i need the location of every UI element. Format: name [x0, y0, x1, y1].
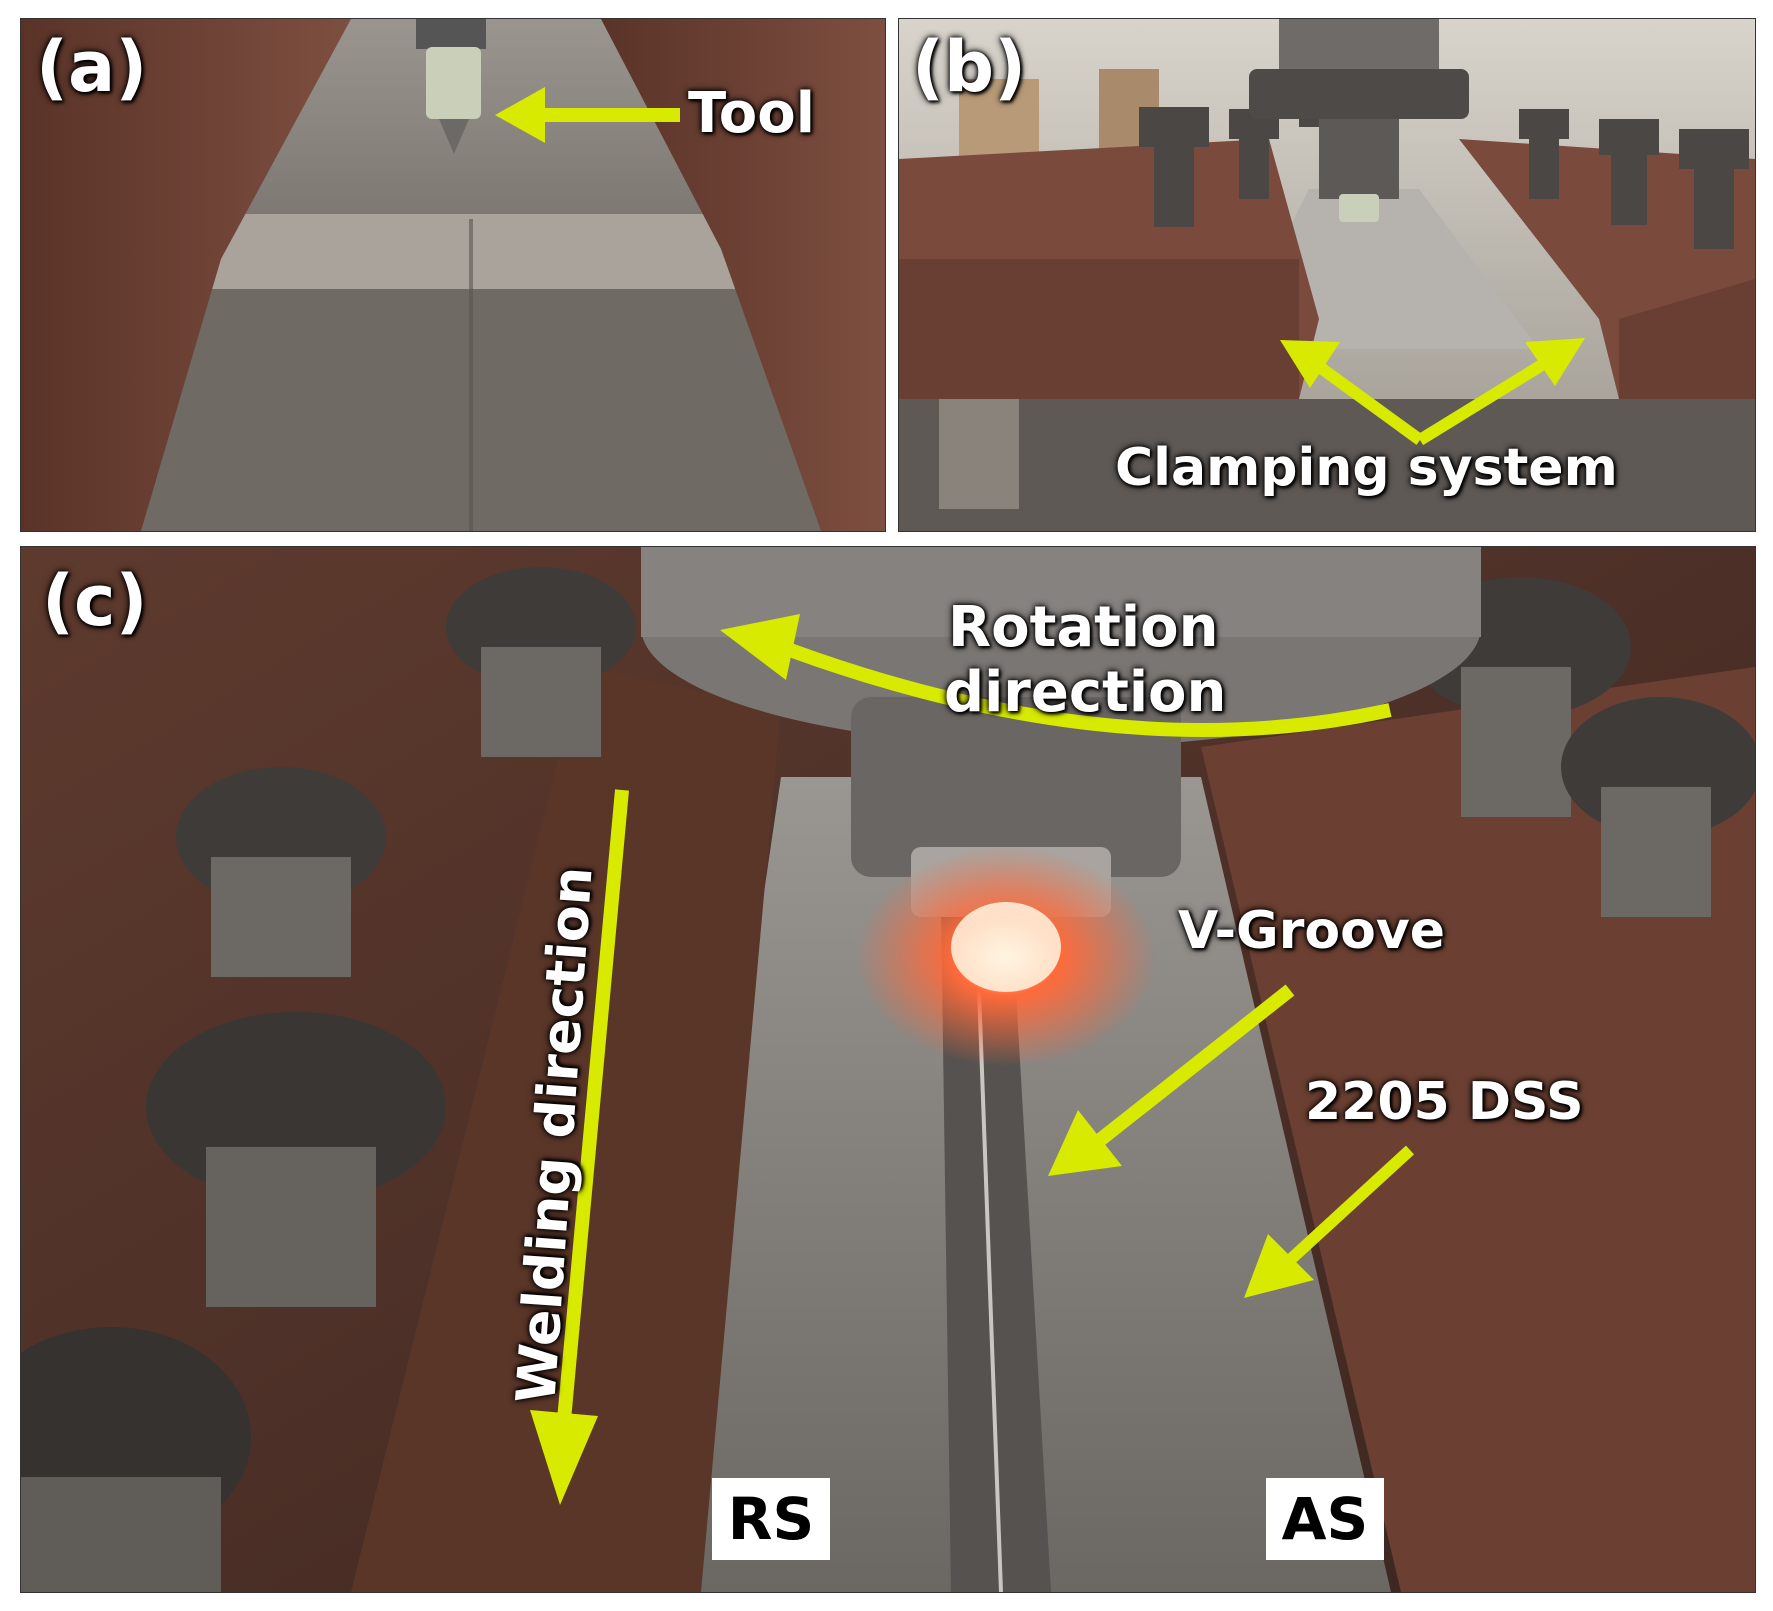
tool-pin	[439, 119, 469, 154]
tool-label: Tool	[688, 81, 815, 146]
tool-shoulder	[426, 47, 481, 119]
welding-direction-arrow	[530, 789, 629, 1505]
panel-c-scene	[21, 547, 1755, 1592]
tool-arrow	[495, 87, 680, 143]
v-groove-label: V-Groove	[1178, 901, 1445, 961]
right-clamp	[601, 19, 885, 531]
left-clamp-edge	[351, 667, 781, 1592]
spindle	[1249, 69, 1469, 119]
panel-c-photo	[20, 546, 1756, 1593]
panel-a-photo	[20, 18, 886, 532]
clamp-arrows	[1280, 338, 1585, 446]
rotation-arrow	[720, 614, 1392, 737]
v-groove	[941, 907, 1051, 1592]
material-arrow	[1244, 1145, 1415, 1298]
retreating-side-label: RS	[712, 1478, 830, 1560]
v-groove-arrow	[1048, 984, 1295, 1176]
rotation-label-line1: Rotation	[948, 595, 1219, 660]
panel-b-tag: (b)	[912, 26, 1027, 108]
clamp-label: Clamping system	[1115, 438, 1618, 498]
base-plate	[21, 279, 885, 531]
left-clamp	[21, 19, 351, 531]
material-label: 2205 DSS	[1305, 1072, 1584, 1132]
panel-a-scene	[21, 19, 885, 531]
panel-c-tag: (c)	[42, 560, 148, 642]
tool-holder	[851, 697, 1181, 877]
bolts-left	[21, 567, 636, 1592]
panel-b-photo	[898, 18, 1756, 532]
rotation-label-line2: direction	[944, 660, 1227, 725]
panel-a-tag: (a)	[36, 26, 148, 108]
panel-b-scene	[899, 19, 1755, 531]
advancing-side-label: AS	[1266, 1478, 1384, 1560]
bolts-right	[1411, 577, 1755, 917]
